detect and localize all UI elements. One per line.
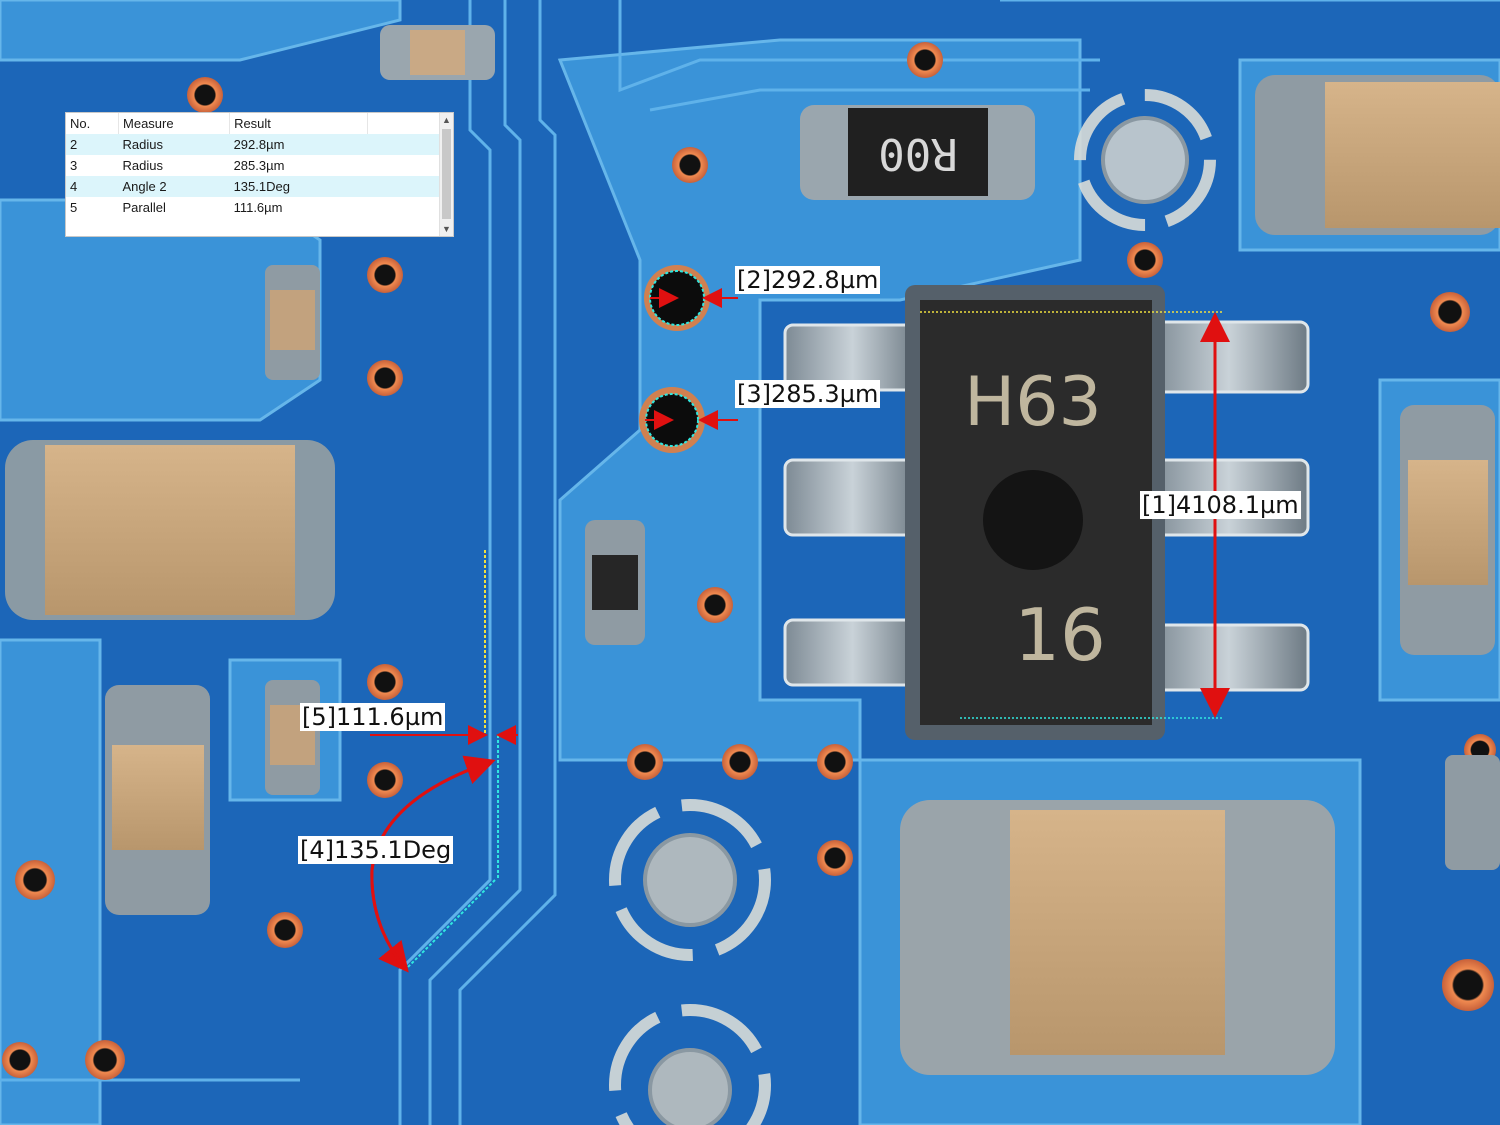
- measurement-label-3: [3]285.3µm: [735, 380, 881, 408]
- scroll-down-icon[interactable]: ▼: [442, 224, 451, 234]
- measurement-label-1: [1]4108.1µm: [1140, 491, 1301, 519]
- cell-measure: Parallel: [122, 200, 166, 215]
- cell-measure: Radius: [122, 158, 163, 173]
- measure-overlay-5: [370, 550, 518, 880]
- measurement-label-5: [5]111.6µm: [300, 703, 446, 731]
- scroll-up-icon[interactable]: ▲: [442, 115, 451, 125]
- cell-no: 3: [70, 158, 78, 173]
- header-blank: [367, 113, 441, 134]
- cell-result: 285.3µm: [233, 158, 285, 173]
- ic-leads: [783, 320, 1310, 692]
- table-row[interactable]: 5 Parallel 111.6µm: [66, 197, 441, 218]
- cell-measure: Radius: [118, 134, 230, 155]
- ic-marking-line1: H63: [964, 363, 1102, 442]
- results-header-row: No. Measure Result: [66, 113, 441, 134]
- measure-overlay-4: [370, 755, 496, 973]
- resistor-r00: [800, 105, 1035, 200]
- results-scrollbar[interactable]: ▲ ▼: [439, 113, 453, 236]
- header-result[interactable]: Result: [229, 113, 369, 134]
- ic-marking-line2: 16: [1014, 593, 1106, 677]
- table-row[interactable]: 3 Radius 285.3µm: [66, 155, 441, 176]
- cell-measure: Angle 2: [118, 176, 230, 197]
- measurement-label-2: [2]292.8µm: [735, 266, 881, 294]
- thermal-pads: [609, 89, 1216, 1125]
- cell-result: 111.6µm: [233, 200, 283, 215]
- header-measure[interactable]: Measure: [118, 113, 231, 134]
- cell-no: 2: [66, 134, 119, 155]
- cell-blank: [367, 176, 441, 197]
- results-table: No. Measure Result 2 Radius 292.8µm 3 Ra…: [66, 113, 441, 218]
- cell-no: 5: [70, 200, 78, 215]
- resistor-marking: R00: [878, 128, 957, 179]
- table-row[interactable]: 2 Radius 292.8µm: [66, 134, 441, 155]
- results-panel[interactable]: No. Measure Result 2 Radius 292.8µm 3 Ra…: [65, 112, 454, 237]
- cell-blank: [367, 134, 441, 155]
- cell-blank: [368, 197, 441, 218]
- scroll-thumb[interactable]: [442, 129, 451, 219]
- table-row[interactable]: 4 Angle 2 135.1Deg: [66, 176, 441, 197]
- header-no[interactable]: No.: [66, 113, 120, 134]
- cell-blank: [368, 155, 441, 176]
- cell-no: 4: [66, 176, 119, 197]
- cell-result: 135.1Deg: [229, 176, 368, 197]
- cell-result: 292.8µm: [229, 134, 368, 155]
- measurement-label-4: [4]135.1Deg: [298, 836, 454, 864]
- ic-package: [905, 285, 1165, 740]
- capacitors: [5, 25, 1500, 1075]
